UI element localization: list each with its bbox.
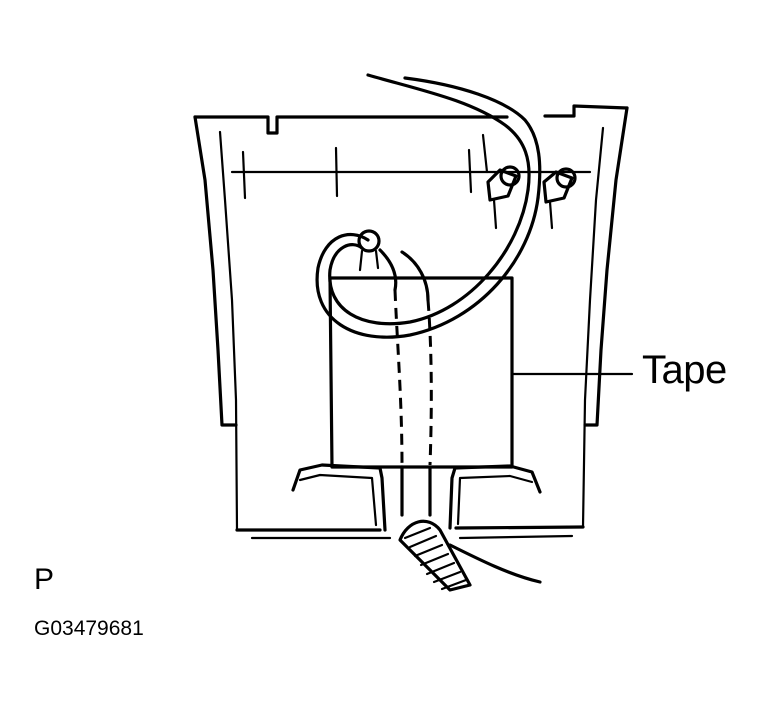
- wire-under-tape-right: [426, 299, 433, 466]
- conduit-ridge: [408, 534, 438, 549]
- wire-incoming-inner: [403, 76, 542, 200]
- housing-left-outer-wall: [193, 115, 238, 427]
- housing-rib: [334, 146, 339, 198]
- right-clip: [448, 464, 542, 530]
- tape-rectangle: [328, 276, 514, 469]
- housing-top-rim-left: [193, 115, 509, 135]
- harness-clamps: [357, 165, 577, 272]
- clamp-leg: [358, 249, 380, 272]
- clamp-head: [555, 167, 577, 189]
- housing-bottom-edge-right: [454, 525, 585, 530]
- housing-left-inner-wall: [218, 130, 239, 532]
- conduit-ridge: [403, 526, 432, 540]
- wire-tail: [448, 543, 542, 584]
- conduit-ridge: [413, 543, 444, 558]
- view-letter: P: [34, 563, 55, 596]
- conduit-ridge: [419, 552, 450, 567]
- housing-bracket: [193, 104, 629, 540]
- corrugated-conduit: [398, 519, 472, 592]
- tape-label: Tape: [642, 348, 727, 392]
- wire-under-tape-left: [393, 289, 404, 466]
- clamp-body: [486, 168, 518, 202]
- figure-code: G03479681: [34, 617, 144, 640]
- wire-loop-outer: [315, 196, 540, 339]
- housing-right-inner-wall: [581, 126, 605, 529]
- housing-rib: [481, 133, 489, 174]
- left-clip: [291, 463, 387, 532]
- clamp-head: [357, 229, 381, 253]
- wire-loop-inner: [328, 188, 530, 326]
- conduit-ridge: [440, 578, 468, 591]
- conduit-ridge: [425, 561, 456, 576]
- tape-patch: [328, 276, 514, 469]
- clamp-head: [499, 165, 521, 187]
- wire-harness: [315, 73, 542, 584]
- bottom-clips: [291, 463, 542, 532]
- left-clip-inner: [298, 473, 378, 527]
- clamp-body: [542, 170, 574, 204]
- housing-rib: [467, 148, 473, 194]
- conduit-outline: [398, 519, 472, 592]
- housing-top-rim-right: [543, 104, 629, 118]
- clamp-leg: [548, 200, 554, 230]
- housing-right-outer-wall: [583, 106, 629, 427]
- housing-bottom-lip-right: [458, 534, 574, 540]
- right-clip-inner: [456, 474, 534, 526]
- wire-branch-top-right: [400, 250, 430, 302]
- wire-incoming-outer: [366, 73, 531, 192]
- wire-branch-top-left: [378, 248, 398, 292]
- housing-rib: [241, 150, 247, 200]
- conduit-ridge: [432, 570, 462, 584]
- clamp-leg: [492, 198, 498, 230]
